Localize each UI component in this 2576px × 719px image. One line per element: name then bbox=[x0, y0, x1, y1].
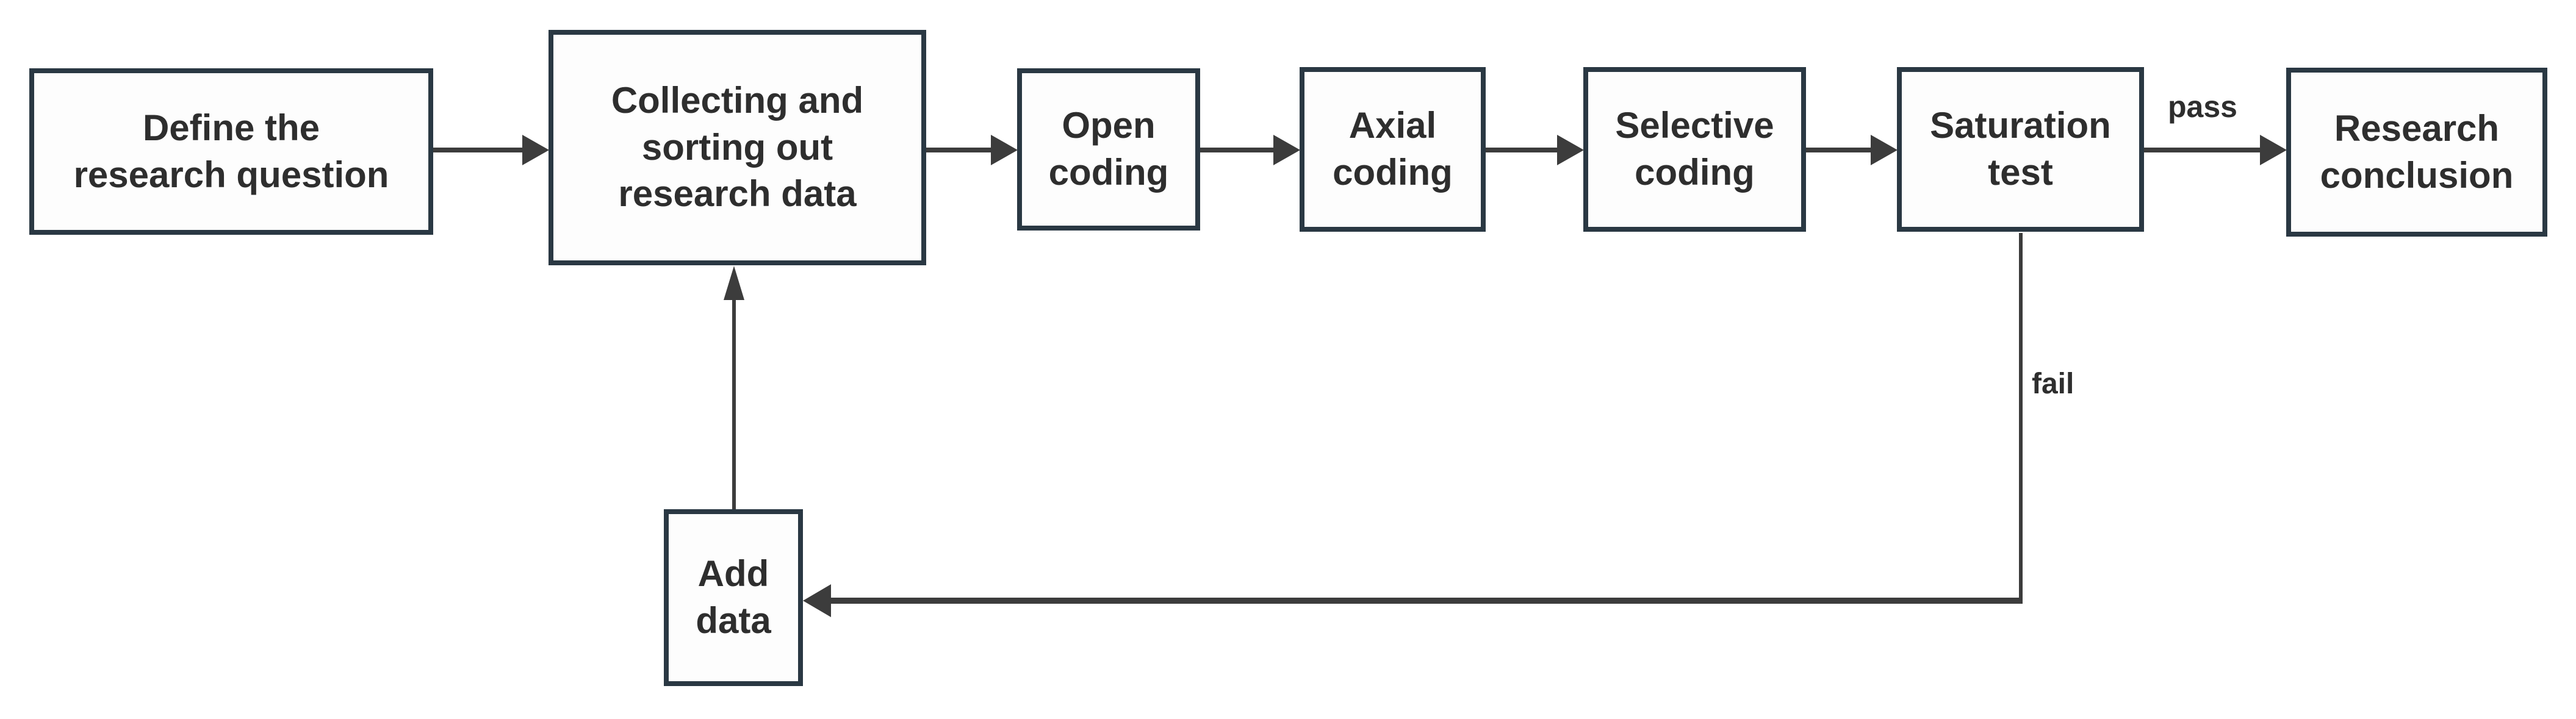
edge-label-fail: fail bbox=[2032, 368, 2074, 400]
node-axial-coding: Axial coding bbox=[1300, 67, 1486, 232]
arrow-open-to-axial-head-icon bbox=[1273, 135, 1300, 165]
arrow-selective-to-saturation-head-icon bbox=[1871, 135, 1898, 165]
arrow-selective-to-saturation-line bbox=[1806, 148, 1873, 152]
arrow-saturation-to-conclusion-line bbox=[2144, 148, 2262, 152]
node-saturation-test: Saturation test bbox=[1897, 67, 2144, 232]
arrow-define-to-collect-line bbox=[433, 148, 525, 152]
node-selective-coding: Selective coding bbox=[1583, 67, 1806, 232]
node-add-data: Add data bbox=[664, 509, 803, 686]
fail-loop-head-icon bbox=[803, 584, 831, 617]
arrow-define-to-collect-head-icon bbox=[522, 135, 549, 165]
arrow-add-data-to-collect-head-icon bbox=[724, 266, 744, 300]
fail-loop-vertical-line bbox=[2019, 233, 2023, 604]
fail-loop-horizontal-line bbox=[830, 598, 2023, 604]
arrow-open-to-axial-line bbox=[1200, 148, 1276, 152]
node-research-conclusion: Research conclusion bbox=[2286, 68, 2547, 237]
arrow-axial-to-selective-line bbox=[1486, 148, 1560, 152]
arrow-collect-to-open-head-icon bbox=[991, 135, 1018, 165]
node-define-research-question: Define the research question bbox=[29, 68, 433, 235]
edge-label-pass: pass bbox=[2168, 90, 2237, 124]
node-collecting-sorting-research-data: Collecting and sorting out research data bbox=[549, 30, 926, 265]
arrow-add-data-to-collect-line bbox=[732, 299, 736, 509]
arrow-collect-to-open-line bbox=[926, 148, 993, 152]
arrow-saturation-to-conclusion-head-icon bbox=[2260, 135, 2287, 165]
node-open-coding: Open coding bbox=[1017, 68, 1200, 231]
arrow-axial-to-selective-head-icon bbox=[1557, 135, 1584, 165]
